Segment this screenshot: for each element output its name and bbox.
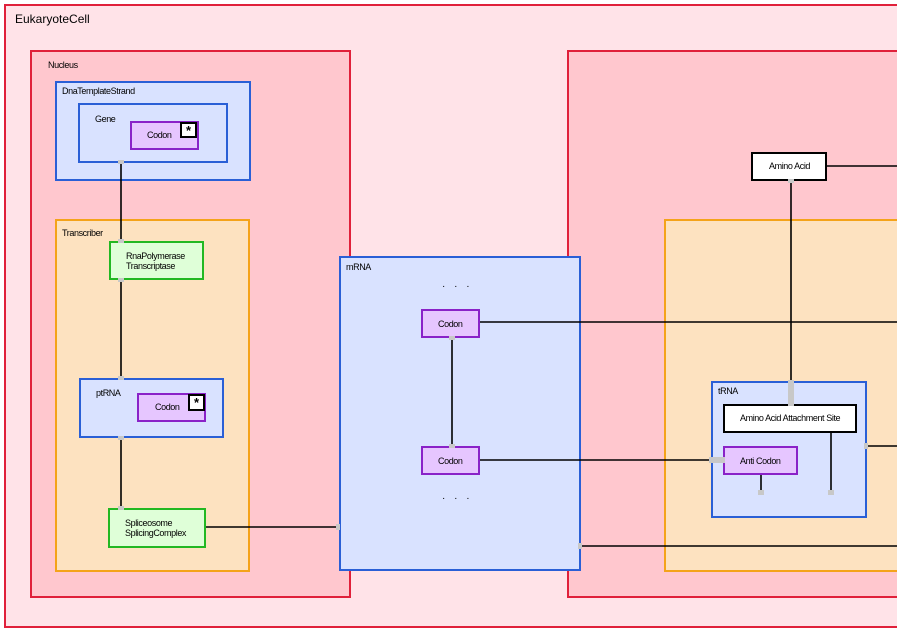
anti-codon-label: Anti Codon <box>740 456 781 466</box>
ptrna-label: ptRNA <box>96 388 121 398</box>
rna-polymerase[interactable] <box>109 241 204 280</box>
mrna-codon-bottom-label: Codon <box>438 456 463 466</box>
transcriber-label: Transcriber <box>62 228 103 238</box>
eukaryote-cell-label: EukaryoteCell <box>15 12 90 26</box>
mrna-ellipsis-top: · · · <box>442 281 473 292</box>
spliceosome-line1: Spliceosome <box>125 518 173 528</box>
gene-codon-star: * <box>180 122 197 138</box>
ptrna-codon-star: * <box>188 394 205 411</box>
anti-codon[interactable] <box>723 446 798 475</box>
spliceosome[interactable] <box>108 508 206 548</box>
gene-codon-label: Codon <box>147 130 172 140</box>
spliceosome-line2: SplicingComplex <box>125 528 187 538</box>
rna-polymerase-line2: Transcriptase <box>126 261 175 271</box>
mrna-ellipsis-bottom: · · · <box>442 493 473 504</box>
nucleus-label: Nucleus <box>48 60 78 70</box>
rna-polymerase-line1: RnaPolymerase <box>126 251 185 261</box>
amino-acid-attachment-site-label: Amino Acid Attachment Site <box>740 413 841 423</box>
mrna[interactable] <box>339 256 581 571</box>
trna-label: tRNA <box>718 386 738 396</box>
ptrna-codon-label: Codon <box>155 402 180 412</box>
amino-acid-label: Amino Acid <box>769 161 811 171</box>
mrna-label: mRNA <box>346 262 371 272</box>
dna-template-strand-label: DnaTemplateStrand <box>62 86 135 96</box>
mrna-codon-top-label: Codon <box>438 319 463 329</box>
gene-label: Gene <box>95 114 116 124</box>
